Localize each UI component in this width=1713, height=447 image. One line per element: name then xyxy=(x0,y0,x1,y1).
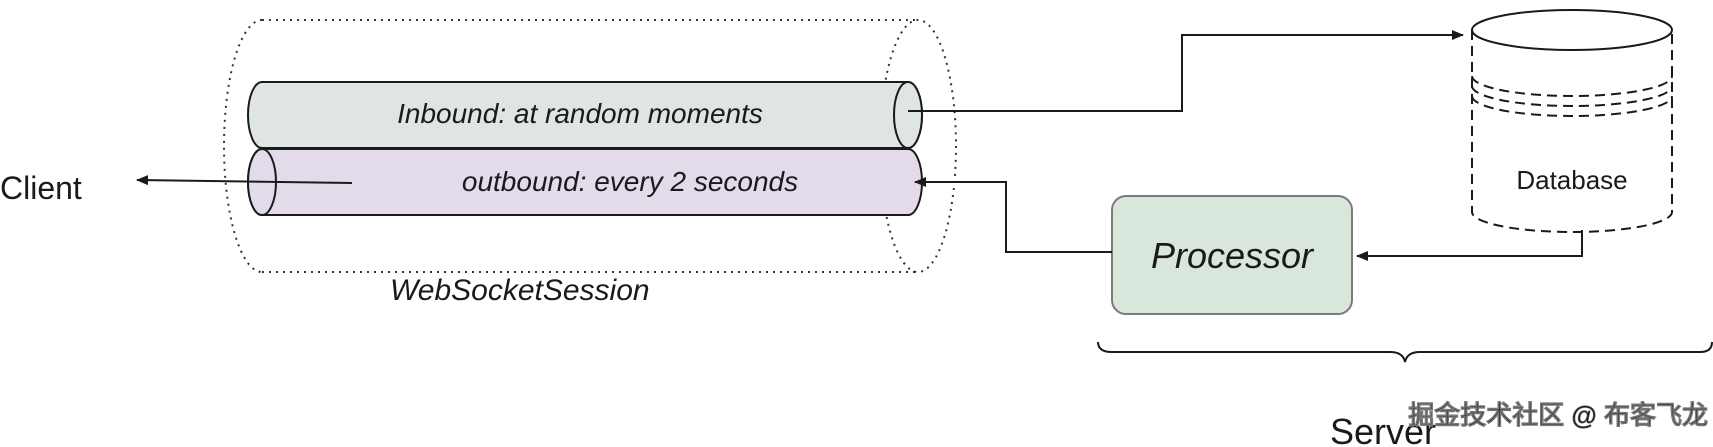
server-label: Server xyxy=(1330,411,1436,447)
processor-to-outbound-arrow xyxy=(914,177,1112,253)
watermark-text: 掘金技术社区 @ 布客飞龙 xyxy=(1408,400,1708,430)
client-label: Client xyxy=(0,170,82,206)
inbound-to-database-arrow xyxy=(908,30,1464,112)
processor-label: Processor xyxy=(1151,235,1315,276)
websocket-session-label: WebSocketSession xyxy=(390,274,650,307)
database-label: Database xyxy=(1516,165,1627,195)
database-cylinder xyxy=(1471,9,1673,233)
server-brace xyxy=(1097,341,1713,363)
database-to-processor-arrow xyxy=(1356,230,1583,261)
processor-box xyxy=(1111,195,1353,315)
client-arrow xyxy=(136,175,353,186)
inbound-label: Inbound: at random moments xyxy=(397,98,763,129)
websocket-session-boundary xyxy=(223,19,957,273)
inbound-pipe xyxy=(247,81,923,149)
outbound-label: outbound: every 2 seconds xyxy=(462,166,798,197)
